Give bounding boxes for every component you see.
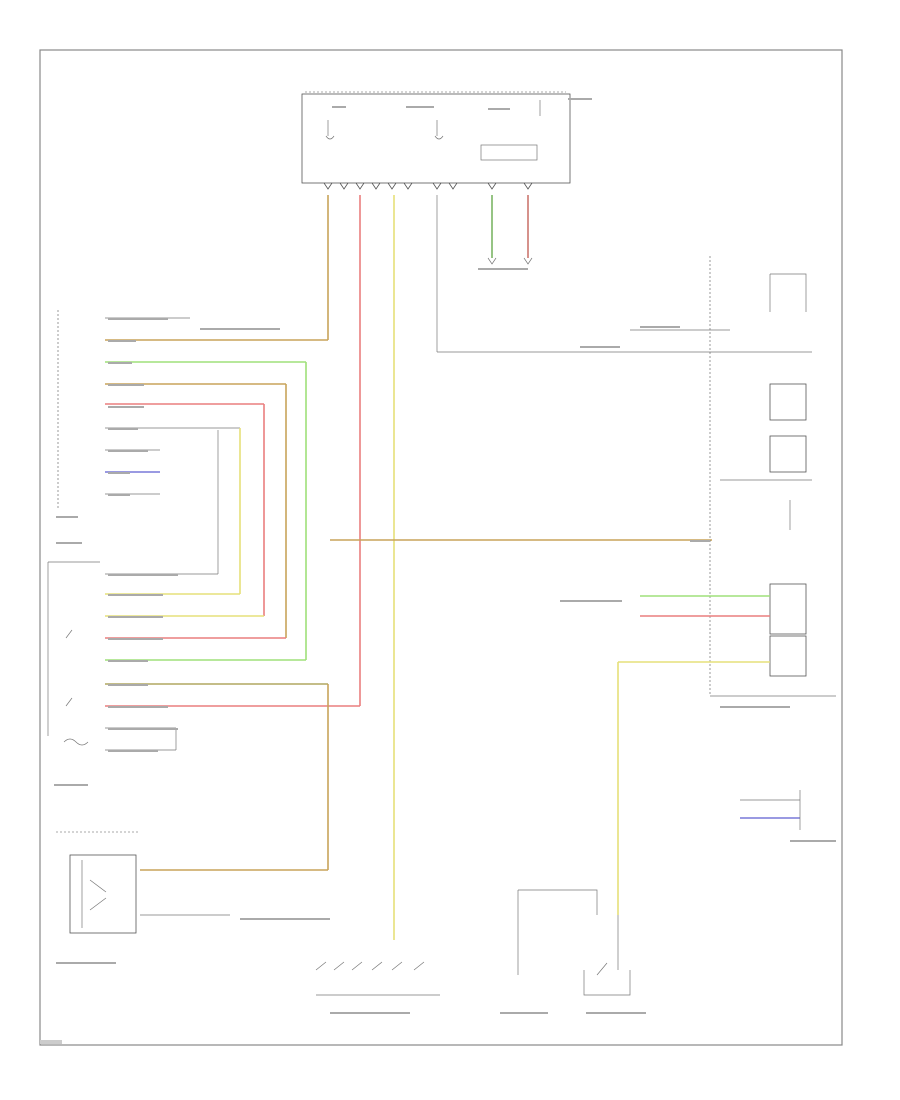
wire-tan-vertical-left [105, 195, 329, 341]
connector-right-middle [740, 790, 801, 830]
seatbelt-buckle-switch [517, 889, 631, 996]
label-marks [54, 98, 836, 1014]
diagram-frame [39, 49, 843, 1046]
wire-black-vertical [436, 195, 812, 353]
combination-meter [618, 256, 836, 697]
corner-tag [40, 1040, 62, 1044]
wire-tan-to-seatbelt [140, 684, 329, 871]
switch-bank-bottom [315, 961, 440, 996]
fuse-box-top [301, 91, 571, 190]
seatbelt-switch [56, 831, 230, 934]
